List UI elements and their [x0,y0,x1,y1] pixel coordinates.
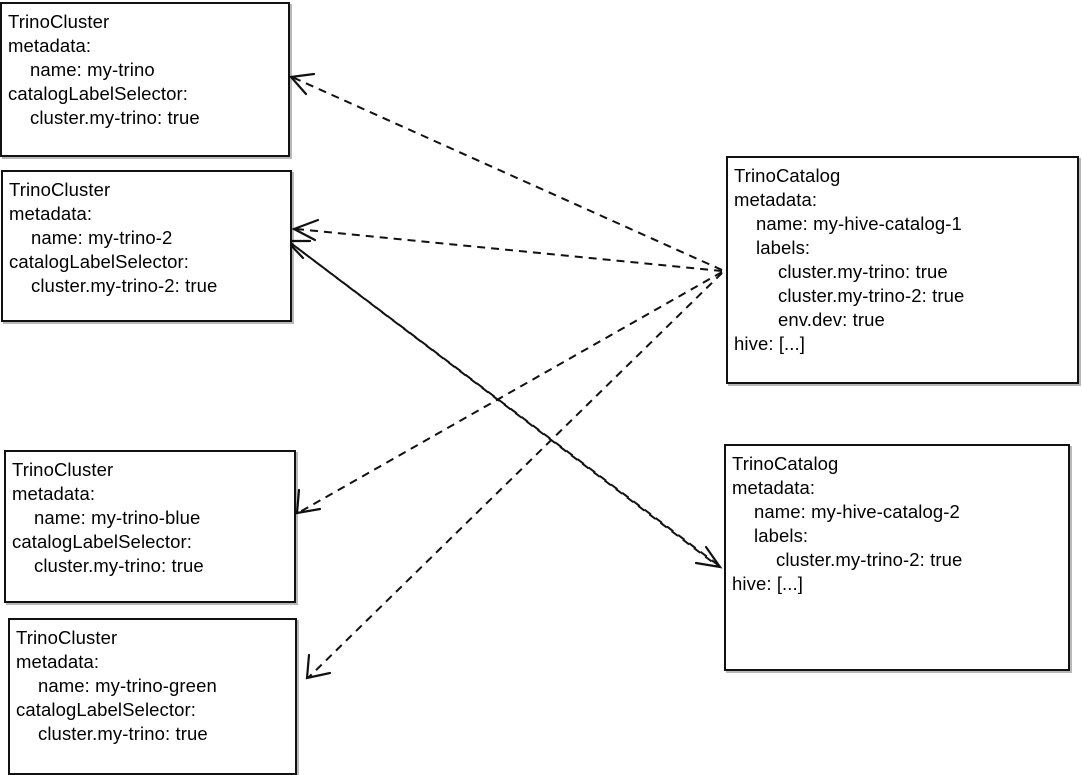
node-line: catalogLabelSelector: [9,251,190,272]
node-line: name: my-hive-catalog-2 [754,501,960,522]
node-body: TrinoCluster metadata: name: my-trino-gree… [10,620,295,746]
node-line: catalogLabelSelector: [8,83,189,104]
edge-catalog1-to-cluster-my-trino-blue [297,271,723,514]
node-line: labels: [754,525,809,546]
edge-catalog1-to-cluster-my-trino-blue-arrowhead-icon [295,488,322,515]
node-line: metadata: [16,651,100,672]
node-line: name: my-trino-blue [34,507,201,528]
node-body: TrinoCatalog metadata: name: my-hive-catal… [728,158,1077,356]
node-line: hive: [...] [732,573,804,594]
node-line: cluster.my-trino-2: true [776,549,963,570]
node-catalog-my-hive-catalog-2[interactable]: TrinoCatalog metadata: name: my-hive-catal… [724,444,1070,671]
node-line: cluster.my-trino-2: true [778,285,965,306]
edge-catalog1-to-cluster-my-trino-2-a-arrowhead-icon [291,218,320,242]
edge-catalog2-to-cluster-my-trino-2-b [287,240,719,566]
node-line: name: my-trino-2 [31,227,173,248]
node-line: cluster.my-trino: true [38,723,208,744]
node-line: cluster.my-trino: true [778,261,948,282]
node-line: cluster.my-trino: true [30,107,200,128]
node-line: name: my-trino [30,59,155,80]
node-line: labels: [756,237,811,258]
node-line: cluster.my-trino: true [34,555,204,576]
node-line: hive: [...] [734,333,806,354]
node-line: name: my-hive-catalog-1 [756,213,962,234]
edge-catalog1-to-cluster-my-trino-green [307,272,723,679]
node-line: metadata: [8,35,92,56]
edge-catalog1-to-cluster-my-trino-green-arrowhead-icon [305,653,332,680]
node-cluster-my-trino[interactable]: TrinoCluster metadata: name: my-trino catal… [0,2,290,157]
node-kind-label: TrinoCluster [12,459,114,480]
node-line: catalogLabelSelector: [12,531,193,552]
node-cluster-my-trino-green[interactable]: TrinoCluster metadata: name: my-trino-gree… [8,618,297,775]
edge-catalog1-to-cluster-my-trino-2-a [295,228,723,272]
node-kind-label: TrinoCatalog [734,165,841,186]
node-cluster-my-trino-2[interactable]: TrinoCluster metadata: name: my-trino-2 cat… [1,170,292,322]
node-line: catalogLabelSelector: [16,699,197,720]
node-kind-label: TrinoCatalog [732,453,839,474]
node-body: TrinoCluster metadata: name: my-trino catal… [2,4,288,130]
node-line: env.dev: true [778,309,885,330]
node-line: metadata: [734,189,818,210]
node-line: name: my-trino-green [38,675,217,696]
edge-cluster-my-trino-2-to-catalog2 [291,243,720,568]
edge-cluster-my-trino-2-to-catalog2-arrowhead-icon [694,545,723,569]
node-line: metadata: [732,477,816,498]
node-body: TrinoCluster metadata: name: my-trino-blue… [6,452,294,578]
node-kind-label: TrinoCluster [16,627,118,648]
node-kind-label: TrinoCluster [9,179,111,200]
node-cluster-my-trino-blue[interactable]: TrinoCluster metadata: name: my-trino-blue… [4,450,296,603]
edge-catalog1-to-cluster-my-trino-arrowhead-icon [288,72,316,96]
node-body: TrinoCatalog metadata: name: my-hive-catal… [726,446,1068,596]
node-catalog-my-hive-catalog-1[interactable]: TrinoCatalog metadata: name: my-hive-catal… [726,156,1079,384]
node-line: cluster.my-trino-2: true [31,275,218,296]
node-body: TrinoCluster metadata: name: my-trino-2 cat… [3,172,290,298]
edge-catalog1-to-cluster-my-trino [291,76,723,271]
node-line: metadata: [12,483,96,504]
node-kind-label: TrinoCluster [8,11,110,32]
node-line: metadata: [9,203,93,224]
